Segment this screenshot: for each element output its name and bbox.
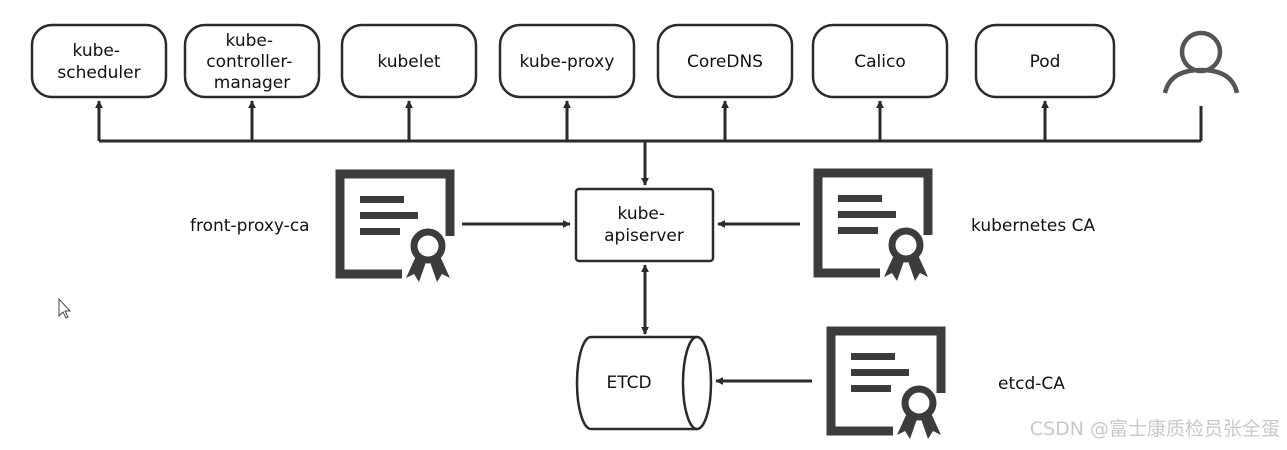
- etcd-ca-certificate-icon: [831, 331, 941, 439]
- component-labels: kube- scheduler kube- controller- manage…: [57, 31, 1060, 93]
- pod-label: Pod: [1030, 52, 1061, 72]
- watermark: CSDN @富士康质检员张全蛋: [1030, 418, 1280, 440]
- front-proxy-ca-certificate-icon: [340, 174, 450, 282]
- kube-proxy-box: [498, 23, 636, 99]
- pod-box: [974, 23, 1116, 99]
- coredns-label: CoreDNS: [687, 52, 763, 72]
- kubelet-box: [340, 23, 478, 99]
- kube-scheduler-box: [30, 23, 168, 99]
- kubernetes-ca-label: kubernetes CA: [971, 216, 1096, 236]
- kubernetes-ca-certificate-icon: [818, 173, 928, 281]
- connector-bus: [95, 100, 1203, 385]
- etcd-cylinder: [575, 335, 713, 431]
- calico-box: [811, 23, 949, 99]
- kube-controller-manager-label: kube- controller- manager: [206, 31, 298, 93]
- coredns-box: [656, 23, 794, 99]
- mouse-cursor-icon: [58, 297, 72, 319]
- component-boxes: [30, 23, 1116, 99]
- front-proxy-ca-label: front-proxy-ca: [190, 216, 310, 236]
- kube-controller-manager-box: [183, 23, 321, 99]
- calico-label: Calico: [854, 52, 905, 72]
- etcd-label: ETCD: [606, 373, 651, 393]
- kube-scheduler-label: kube- scheduler: [57, 41, 140, 83]
- kube-proxy-label: kube-proxy: [520, 52, 615, 72]
- kube-apiserver-box: [574, 187, 715, 263]
- etcd-ca-label: etcd-CA: [998, 374, 1065, 394]
- kube-apiserver-label: kube- apiserver: [604, 204, 684, 246]
- kubelet-label: kubelet: [377, 52, 441, 72]
- user-icon: [1162, 30, 1240, 94]
